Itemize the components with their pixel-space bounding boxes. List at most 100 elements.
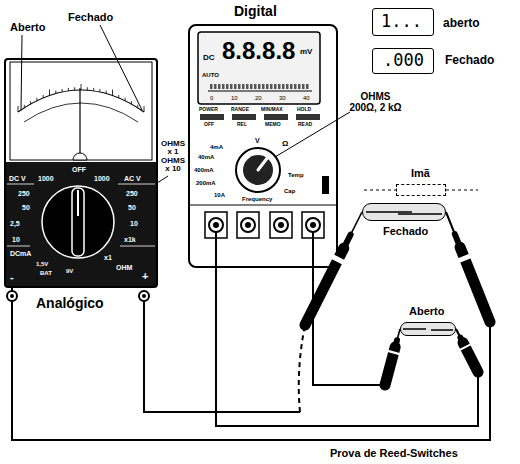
analog-terminal (139, 291, 149, 301)
lcd-display (198, 32, 320, 104)
lcd-readout: mV (300, 48, 312, 56)
bargraph-segment (250, 84, 253, 89)
scale-label: x1k (124, 236, 136, 243)
test-probe (460, 247, 490, 322)
meter-button (200, 114, 320, 120)
scale-label: DC V (9, 175, 26, 182)
switch-state: Aberto (409, 306, 444, 318)
rotary-dial (236, 148, 280, 192)
bargraph-segment (298, 84, 301, 89)
lcd-readout: 10 (231, 95, 238, 101)
display-box: 1...aberto (372, 8, 434, 36)
display-state: Fechado (445, 54, 494, 67)
lcd-display (198, 32, 320, 104)
analog-scale-window (18, 90, 144, 112)
test-probe (446, 212, 455, 234)
scale-tick (112, 90, 113, 96)
analog-terminal (7, 291, 17, 301)
test-probe (397, 329, 400, 340)
input-jack (205, 212, 227, 238)
figure-caption: Prova de Reed-Switches (330, 448, 458, 460)
meter-name: Digital (234, 4, 277, 19)
scale-tick (18, 84, 144, 112)
scale-label: 250 (126, 190, 138, 197)
bargraph-segment (286, 84, 289, 89)
bargraph-segment (306, 84, 309, 89)
display-state: aberto (443, 17, 480, 30)
meter-button (296, 114, 320, 120)
analog-dial-panel (7, 184, 155, 246)
test-probe (385, 329, 400, 385)
leader-line (21, 35, 22, 110)
test-probe (387, 351, 400, 353)
magnet: Imã (396, 184, 446, 196)
scale-label: 50 (22, 204, 30, 211)
scale-label: 10 (12, 236, 20, 243)
dial-label: Cap (284, 188, 295, 194)
button-label: OFF (204, 122, 214, 127)
scale-label: 10 (130, 220, 138, 227)
input-jack (302, 212, 324, 238)
test-probe (305, 212, 490, 385)
analog-terminal (7, 291, 149, 301)
input-jack (306, 218, 320, 232)
test-probe (463, 343, 478, 372)
rotary-dial (322, 176, 329, 194)
meter-button (200, 114, 224, 120)
button-label: HOLD (297, 107, 311, 112)
test-probe (337, 257, 339, 262)
lcd-display (208, 91, 312, 92)
reed-contact (403, 329, 453, 330)
scale-label: 1,5V (36, 261, 48, 267)
bargraph-segment (278, 84, 281, 89)
reed-switch: Fechado (362, 203, 446, 221)
dial-label: Frequency (242, 196, 272, 202)
test-probe (344, 235, 351, 249)
test-lead-wire (299, 325, 305, 412)
magnetic-field-line (364, 190, 478, 191)
scale-tick (36, 98, 37, 101)
bargraph-segment (258, 84, 261, 89)
scale-label: AC V (124, 175, 141, 182)
bargraph-segment (274, 84, 277, 89)
button-label: MEMO (265, 122, 281, 127)
dial-label: Ω (282, 140, 288, 148)
display-reading: 1... (381, 13, 422, 31)
needle-callout: Aberto (10, 22, 45, 34)
input-jack (209, 218, 223, 232)
lcd-readout: 30 (279, 95, 286, 101)
bargraph-segment (262, 84, 265, 89)
bargraph-segment (254, 84, 257, 89)
test-probe (351, 212, 362, 235)
scale-tick (99, 89, 100, 92)
bargraph-segment (222, 84, 225, 89)
scale-tick (30, 101, 31, 104)
test-lead-wire (144, 300, 300, 412)
input-jack (270, 212, 292, 238)
scale-tick (43, 95, 44, 98)
dial-label: V (255, 137, 260, 144)
dial-label: 200mA (196, 180, 216, 186)
scale-tick (49, 90, 50, 96)
analog-dial-panel (6, 162, 156, 286)
input-jack (237, 212, 259, 238)
scale-label: OFF (72, 166, 86, 173)
bargraph-segment (270, 84, 273, 89)
input-jack (205, 212, 324, 238)
analog-dial-panel (72, 188, 84, 256)
lcd-readout: AUTO (202, 72, 219, 78)
rotary-dial (190, 148, 336, 205)
lcd-readout: DC (203, 54, 215, 62)
meter-button (232, 114, 256, 120)
leader-line (100, 25, 142, 110)
range-callout: OHMS 200Ω, 2 kΩ (348, 92, 403, 113)
bargraph-segment (210, 84, 309, 89)
test-lead-wire (216, 268, 478, 426)
analog-dial-panel (42, 186, 114, 258)
input-jack (245, 222, 251, 228)
connector-group (12, 212, 490, 440)
bargraph-segment (290, 84, 293, 89)
